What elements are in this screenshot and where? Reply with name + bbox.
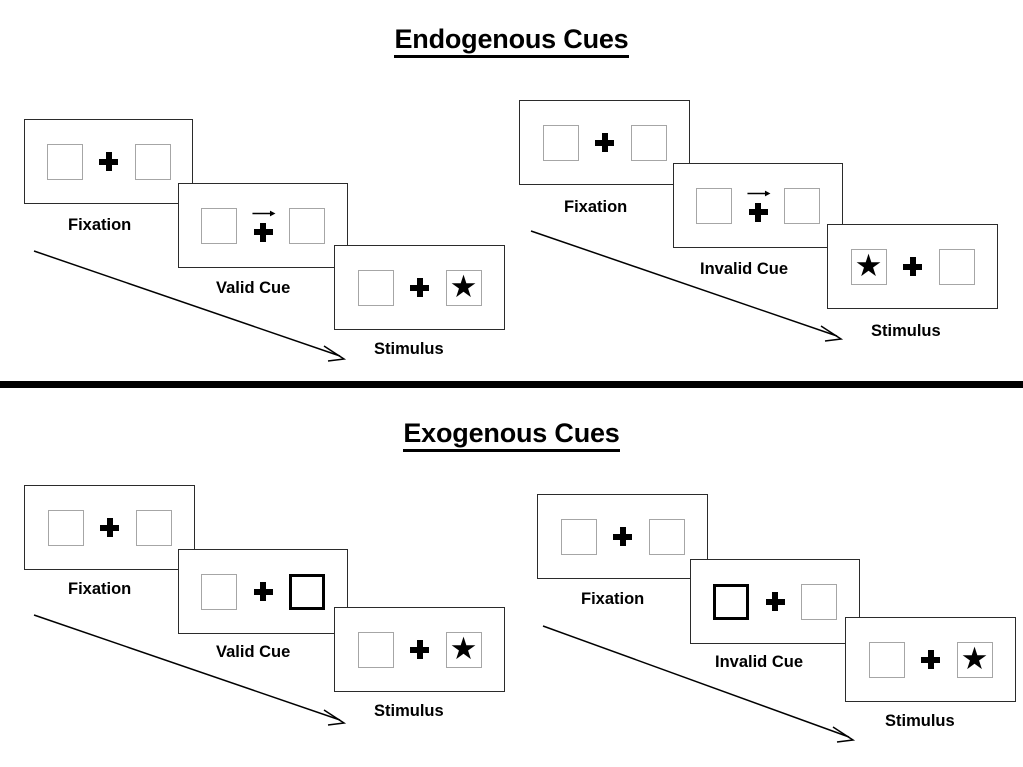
- stimulus-box-left[interactable]: [696, 187, 732, 224]
- cross-shape: [765, 592, 785, 611]
- fixation-cross-icon: [250, 574, 276, 610]
- cross-shape: [100, 518, 119, 537]
- fixation-cross-icon: [96, 144, 122, 180]
- stimulus-box-left[interactable]: [357, 269, 394, 306]
- stimulus-box-right[interactable]: [134, 143, 171, 180]
- panel-label-stimulus: Stimulus: [374, 702, 444, 720]
- panel-content: ★: [828, 225, 997, 308]
- panel-label-fixation: Fixation: [68, 216, 132, 234]
- stimulus-box-left[interactable]: [46, 143, 83, 180]
- star-target-icon: ★: [854, 248, 883, 283]
- section-title-exogenous-text: Exogenous Cues: [403, 418, 620, 452]
- fixation-cross-icon: [610, 519, 636, 555]
- stimulus-box-right-cued[interactable]: [289, 573, 325, 610]
- section-title-endogenous-text: Endogenous Cues: [394, 24, 629, 58]
- cross-shape: [748, 202, 768, 222]
- cross-shape: [253, 222, 273, 242]
- cross-shape: [99, 152, 118, 171]
- panel-content: ★: [335, 246, 504, 329]
- cross-shape: [595, 133, 614, 152]
- stimulus-box-left[interactable]: [868, 641, 905, 678]
- panel-exogenous-valid-cue[interactable]: [178, 549, 348, 634]
- fixation-cross-icon: [762, 584, 788, 620]
- fixation-cross-icon: [407, 632, 433, 668]
- panel-label-valid-cue: Valid Cue: [216, 279, 291, 297]
- stimulus-box-left[interactable]: ★: [850, 248, 887, 285]
- star-target-icon: ★: [449, 269, 478, 304]
- panel-content: [538, 495, 707, 578]
- panel-label-invalid-cue: Invalid Cue: [700, 260, 789, 278]
- panel-label-fixation: Fixation: [68, 580, 132, 598]
- panel-endogenous-invalid-fixation[interactable]: [519, 100, 690, 185]
- panel-exogenous-invalid-cue[interactable]: [690, 559, 860, 644]
- panel-label-fixation: Fixation: [564, 198, 628, 216]
- stimulus-box-right[interactable]: [801, 583, 837, 620]
- panel-label-invalid-cue: Invalid Cue: [715, 653, 804, 671]
- cue-arrow-right-icon: [252, 210, 276, 216]
- panel-label-stimulus: Stimulus: [871, 322, 941, 340]
- section-title-endogenous: Endogenous Cues: [0, 24, 1023, 58]
- panel-exogenous-invalid-stimulus[interactable]: ★: [845, 617, 1016, 702]
- stimulus-box-left[interactable]: [201, 207, 237, 244]
- stimulus-box-right[interactable]: [289, 207, 325, 244]
- stimulus-box-right[interactable]: ★: [445, 269, 482, 306]
- panel-exogenous-valid-fixation[interactable]: [24, 485, 195, 570]
- stimulus-box-left[interactable]: [542, 124, 579, 161]
- panel-label-stimulus: Stimulus: [374, 340, 444, 358]
- cue-arrow-right-icon: [747, 190, 771, 196]
- stimulus-box-left-cued[interactable]: [713, 583, 749, 620]
- panel-content: [674, 164, 842, 247]
- cross-shape: [410, 278, 429, 297]
- panel-endogenous-invalid-stimulus[interactable]: ★: [827, 224, 998, 309]
- stimulus-box-left[interactable]: [560, 518, 597, 555]
- panel-endogenous-valid-stimulus[interactable]: ★: [334, 245, 505, 330]
- stimulus-box-right[interactable]: ★: [445, 631, 482, 668]
- panel-exogenous-valid-stimulus[interactable]: ★: [334, 607, 505, 692]
- stimulus-box-right[interactable]: [648, 518, 685, 555]
- panel-exogenous-invalid-fixation[interactable]: [537, 494, 708, 579]
- fixation-cross-icon: [745, 188, 771, 224]
- panel-endogenous-valid-fixation[interactable]: [24, 119, 193, 204]
- panel-content: [25, 486, 194, 569]
- fixation-cross-icon: [250, 208, 276, 244]
- stimulus-box-left[interactable]: [357, 631, 394, 668]
- fixation-cross-icon: [97, 510, 123, 546]
- panel-label-fixation: Fixation: [581, 590, 645, 608]
- panel-content: [179, 184, 347, 267]
- star-target-icon: ★: [449, 631, 478, 666]
- stimulus-box-right[interactable]: ★: [956, 641, 993, 678]
- cross-shape: [253, 582, 273, 601]
- stimulus-box-right[interactable]: [938, 248, 975, 285]
- panel-endogenous-invalid-cue[interactable]: [673, 163, 843, 248]
- fixation-cross-icon: [900, 249, 926, 285]
- cross-shape: [903, 257, 922, 276]
- cross-shape: [921, 650, 940, 669]
- panel-label-stimulus: Stimulus: [885, 712, 955, 730]
- panel-content: [25, 120, 192, 203]
- fixation-cross-icon: [407, 270, 433, 306]
- fixation-cross-icon: [592, 125, 618, 161]
- panel-content: [179, 550, 347, 633]
- panel-content: [520, 101, 689, 184]
- stimulus-box-left[interactable]: [201, 573, 237, 610]
- section-divider: [0, 381, 1023, 388]
- cross-shape: [410, 640, 429, 659]
- stimulus-box-right[interactable]: [784, 187, 820, 224]
- stimulus-box-right[interactable]: [135, 509, 172, 546]
- star-target-icon: ★: [960, 641, 989, 676]
- panel-label-valid-cue: Valid Cue: [216, 643, 291, 661]
- cross-shape: [613, 527, 632, 546]
- panel-content: ★: [846, 618, 1015, 701]
- panel-endogenous-valid-cue[interactable]: [178, 183, 348, 268]
- section-title-exogenous: Exogenous Cues: [0, 418, 1023, 452]
- panel-content: [691, 560, 859, 643]
- stimulus-box-left[interactable]: [47, 509, 84, 546]
- fixation-cross-icon: [918, 642, 944, 678]
- stimulus-box-right[interactable]: [630, 124, 667, 161]
- panel-content: ★: [335, 608, 504, 691]
